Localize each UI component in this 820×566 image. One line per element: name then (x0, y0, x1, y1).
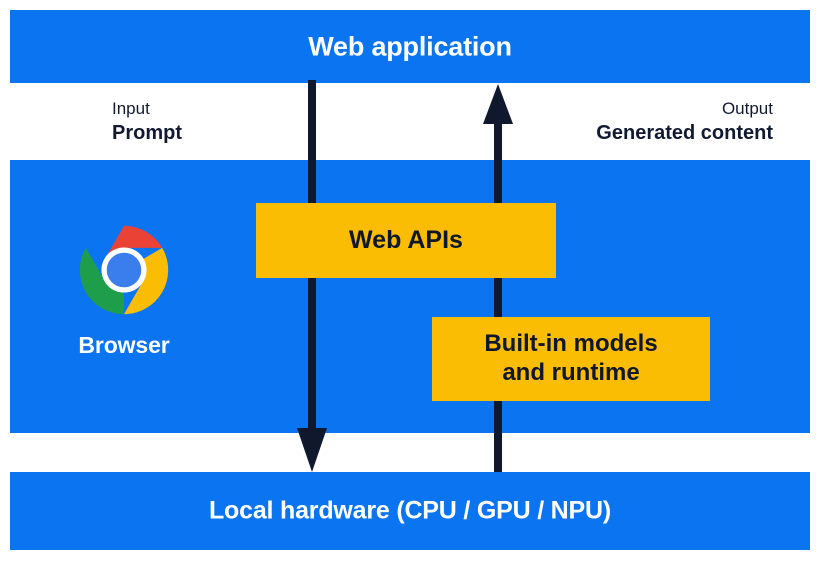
layer-local-hardware-label: Local hardware (CPU / GPU / NPU) (208, 496, 611, 525)
component-builtin-models: Built-in models and runtime (432, 317, 710, 401)
layer-browser-label: Browser (78, 332, 170, 358)
flow-output-annotation: Output Generated content (596, 99, 773, 145)
flow-output-value: Generated content (596, 121, 773, 144)
browser-badge: Browser (62, 222, 186, 359)
layer-web-application-label: Web application (308, 31, 512, 61)
flow-input-annotation: Input Prompt (112, 99, 182, 145)
component-builtin-models-label-line2: and runtime (502, 359, 640, 386)
flow-input-value: Prompt (112, 121, 182, 144)
component-builtin-models-label-line1: Built-in models (484, 330, 658, 358)
component-builtin-models-label: Built-in models and runtime (484, 330, 657, 388)
layer-web-application: Web application (10, 10, 810, 83)
component-web-apis: Web APIs (256, 203, 556, 278)
flow-output-kind: Output (721, 99, 773, 118)
flow-input-kind: Input (112, 99, 150, 118)
component-web-apis-label: Web APIs (349, 226, 463, 254)
layer-local-hardware: Local hardware (CPU / GPU / NPU) (10, 472, 810, 550)
chrome-logo-icon (79, 225, 169, 315)
